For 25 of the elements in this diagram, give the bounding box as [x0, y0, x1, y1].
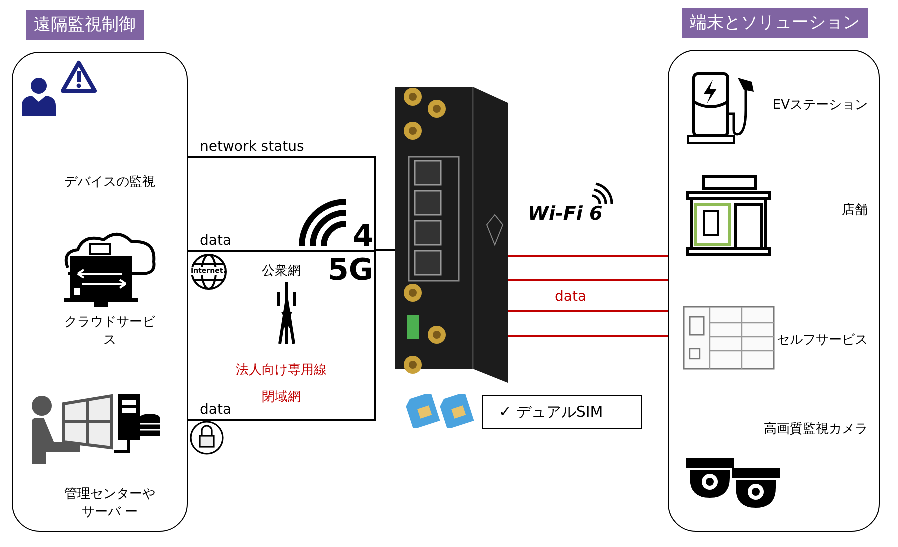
item-label: デバイスの監視 — [64, 174, 156, 192]
item-label: 店舗 — [842, 202, 868, 220]
connector-line — [508, 310, 668, 312]
item-label: 管理センターやサーバ ー — [64, 486, 156, 522]
text-label: 法人向け専用線 — [236, 362, 327, 380]
info-box: ✓ デュアルSIM — [482, 395, 642, 429]
section-heading: 端末とソリューション — [682, 8, 868, 38]
item-label: EVステーション — [772, 97, 868, 115]
text-label: data — [555, 288, 587, 307]
connector-line — [508, 279, 668, 281]
connector-line — [508, 255, 668, 257]
text-label: 4 — [353, 222, 374, 252]
edge-label: data — [200, 234, 232, 248]
item-label: セルフサービス — [777, 332, 868, 350]
edge-label: network status — [200, 140, 304, 154]
section-heading: 遠隔監視制御 — [26, 10, 144, 40]
text-label: Wi-Fi 6 — [528, 202, 603, 227]
connector-line — [188, 249, 395, 421]
text-label: 公衆網 — [262, 263, 301, 281]
edge-label: data — [200, 403, 232, 417]
item-label: クラウドサービス — [64, 314, 156, 350]
connector-line — [508, 335, 668, 337]
text-label: 閉域網 — [262, 389, 301, 407]
item-label: 高画質監視カメラ — [764, 421, 868, 439]
text-label: 5G — [328, 256, 374, 286]
